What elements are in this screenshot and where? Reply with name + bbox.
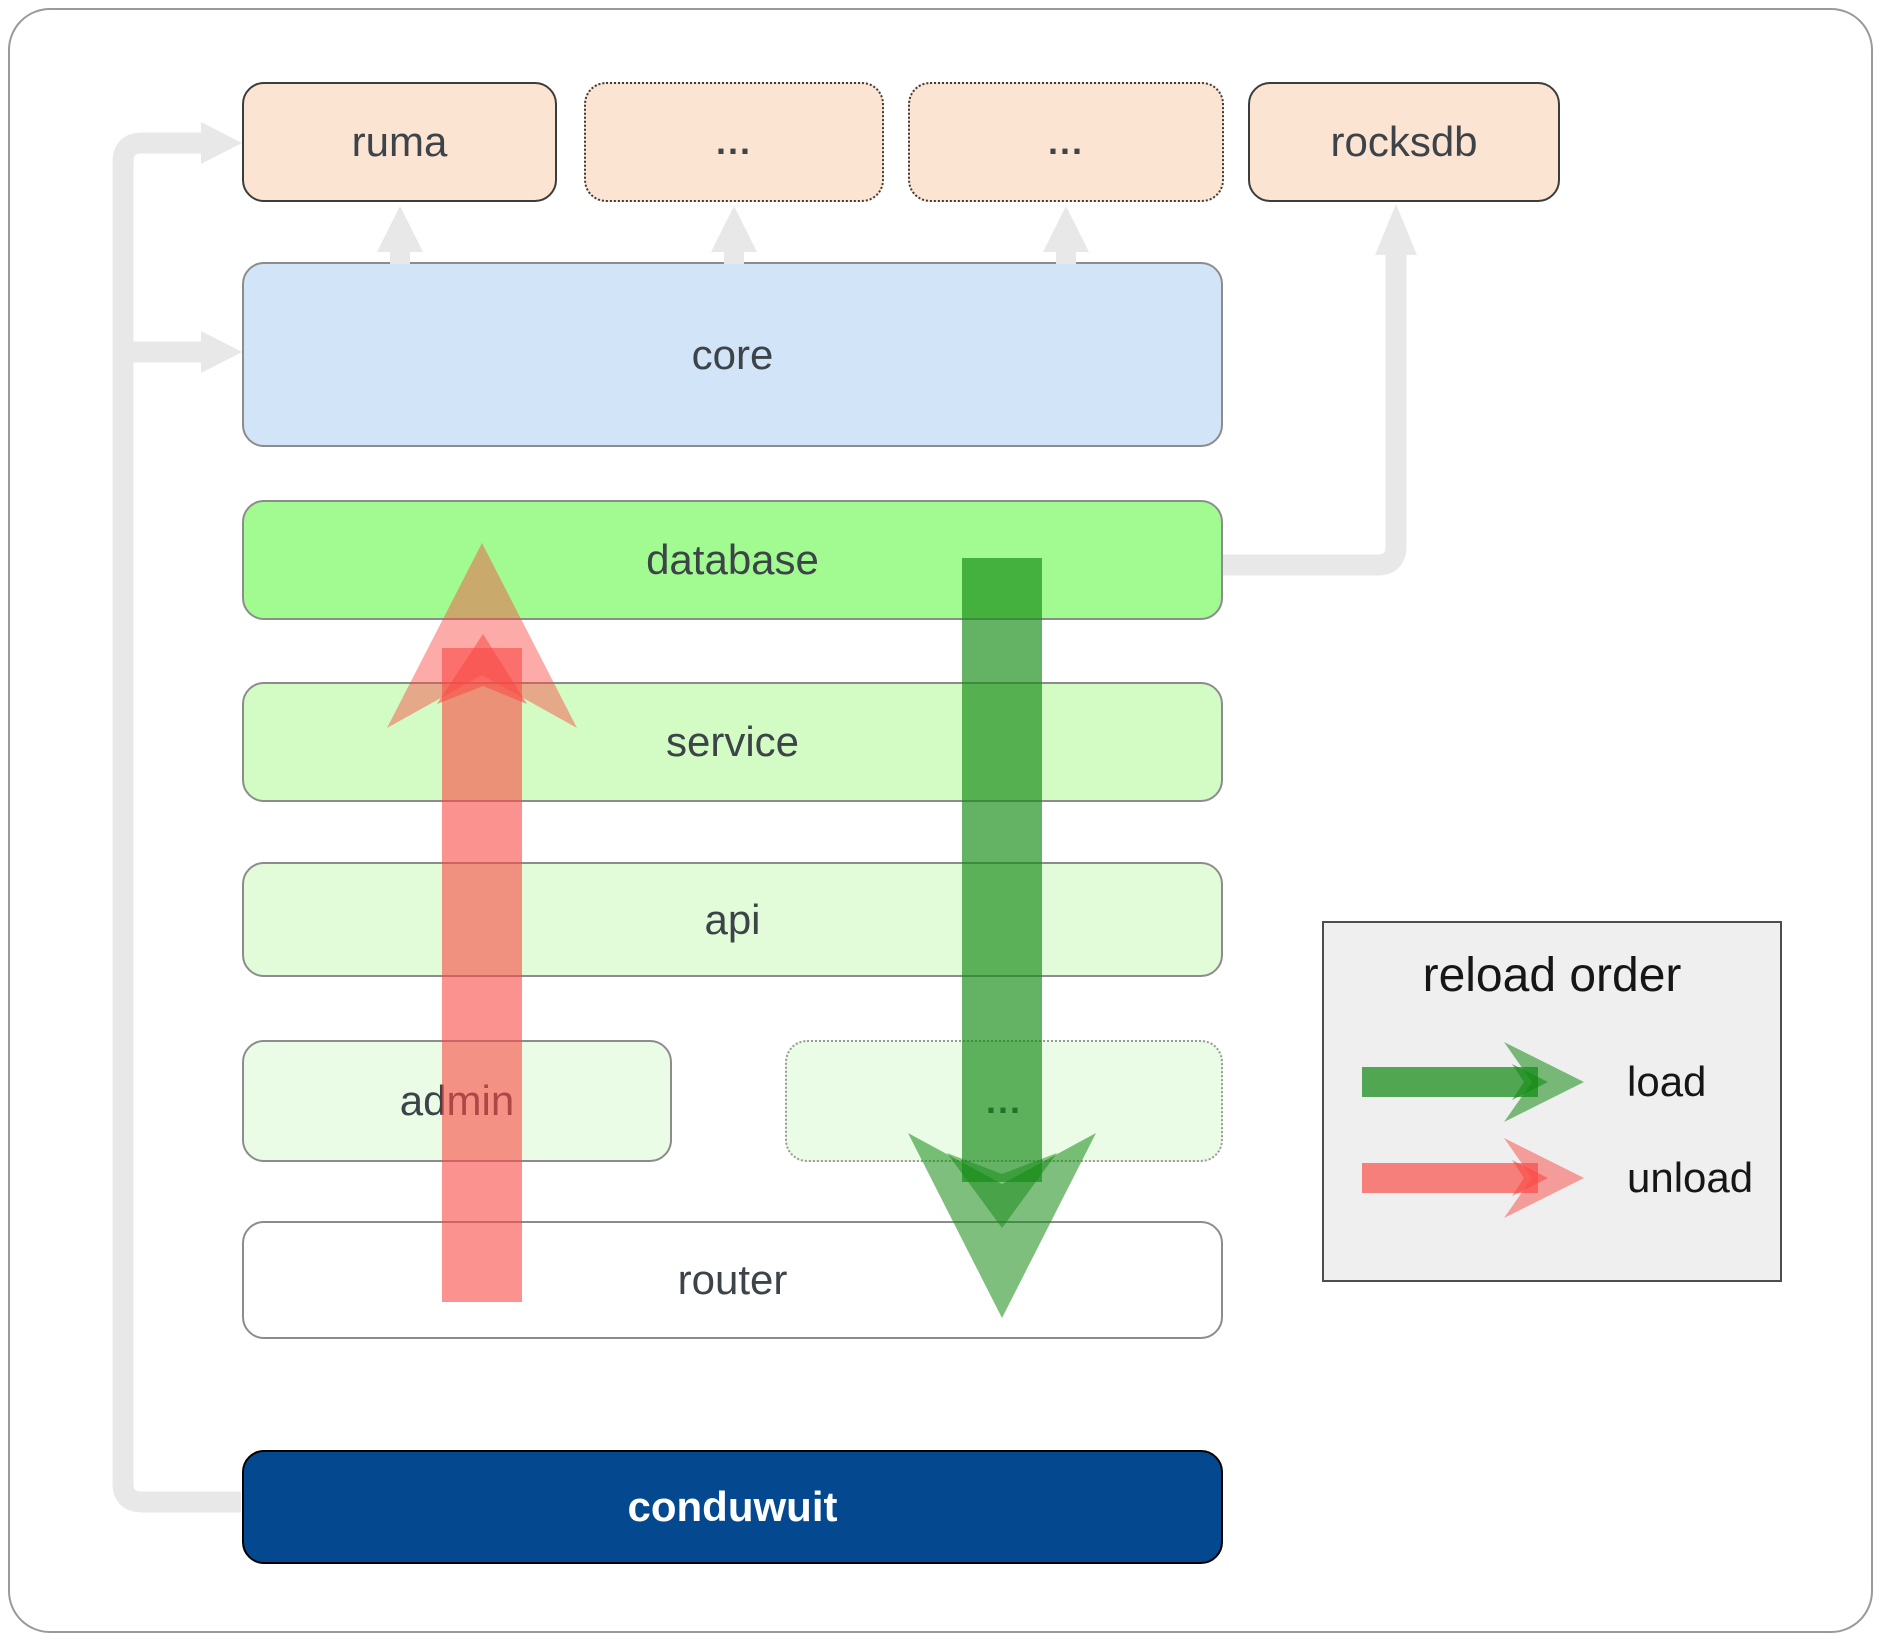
load-arrow-inner-head: [947, 1153, 1057, 1228]
node-conduwuit: conduwuit: [242, 1450, 1223, 1564]
legend-title: reload order: [1422, 949, 1682, 1002]
arrowhead-core-to-ellipsis-1: [711, 206, 757, 252]
node-ellipsis-1-label: ...: [715, 121, 752, 162]
node-api: api: [242, 862, 1223, 977]
legend-load-label: load: [1627, 1058, 1707, 1105]
node-ellipsis-3-label: ...: [985, 1080, 1022, 1121]
node-conduwuit-label: conduwuit: [627, 1483, 838, 1530]
node-ellipsis-2: ...: [908, 82, 1224, 202]
node-service: service: [242, 682, 1223, 802]
node-service-label: service: [665, 718, 800, 765]
node-ellipsis-1: ...: [584, 82, 884, 202]
connector-core-to-ellipsis-2: [1043, 206, 1089, 264]
node-router-label: router: [677, 1256, 788, 1303]
node-database: database: [242, 500, 1223, 620]
arrowhead-core-to-ruma: [377, 206, 423, 252]
node-rocksdb-label: rocksdb: [1330, 118, 1478, 165]
node-core-label: core: [691, 330, 774, 378]
node-core: core: [242, 262, 1223, 447]
legend-unload-label: unload: [1627, 1154, 1754, 1201]
node-admin: admin: [242, 1040, 672, 1162]
connector-core-to-ellipsis-1: [711, 206, 757, 264]
connector-database-to-rocksdb: [1223, 253, 1407, 576]
node-ruma-label: ruma: [351, 118, 448, 165]
arrowhead-to-ruma: [201, 122, 242, 164]
node-ellipsis-2-label: ...: [1047, 121, 1084, 162]
node-ellipsis-3: ...: [785, 1040, 1223, 1162]
connector-conduwuit-spine: [112, 132, 241, 1513]
node-router: router: [242, 1221, 1223, 1339]
node-database-label: database: [646, 536, 819, 583]
arrowhead-core-to-ellipsis-2: [1043, 206, 1089, 252]
node-admin-label: admin: [399, 1077, 515, 1124]
node-ruma: ruma: [242, 82, 557, 202]
node-api-label: api: [704, 895, 761, 943]
arrowhead-to-core: [201, 331, 242, 373]
arrowhead-to-rocksdb: [1375, 204, 1417, 255]
connector-core-to-ruma: [377, 206, 423, 264]
node-rocksdb: rocksdb: [1248, 82, 1560, 202]
page-border: [8, 8, 1873, 1633]
